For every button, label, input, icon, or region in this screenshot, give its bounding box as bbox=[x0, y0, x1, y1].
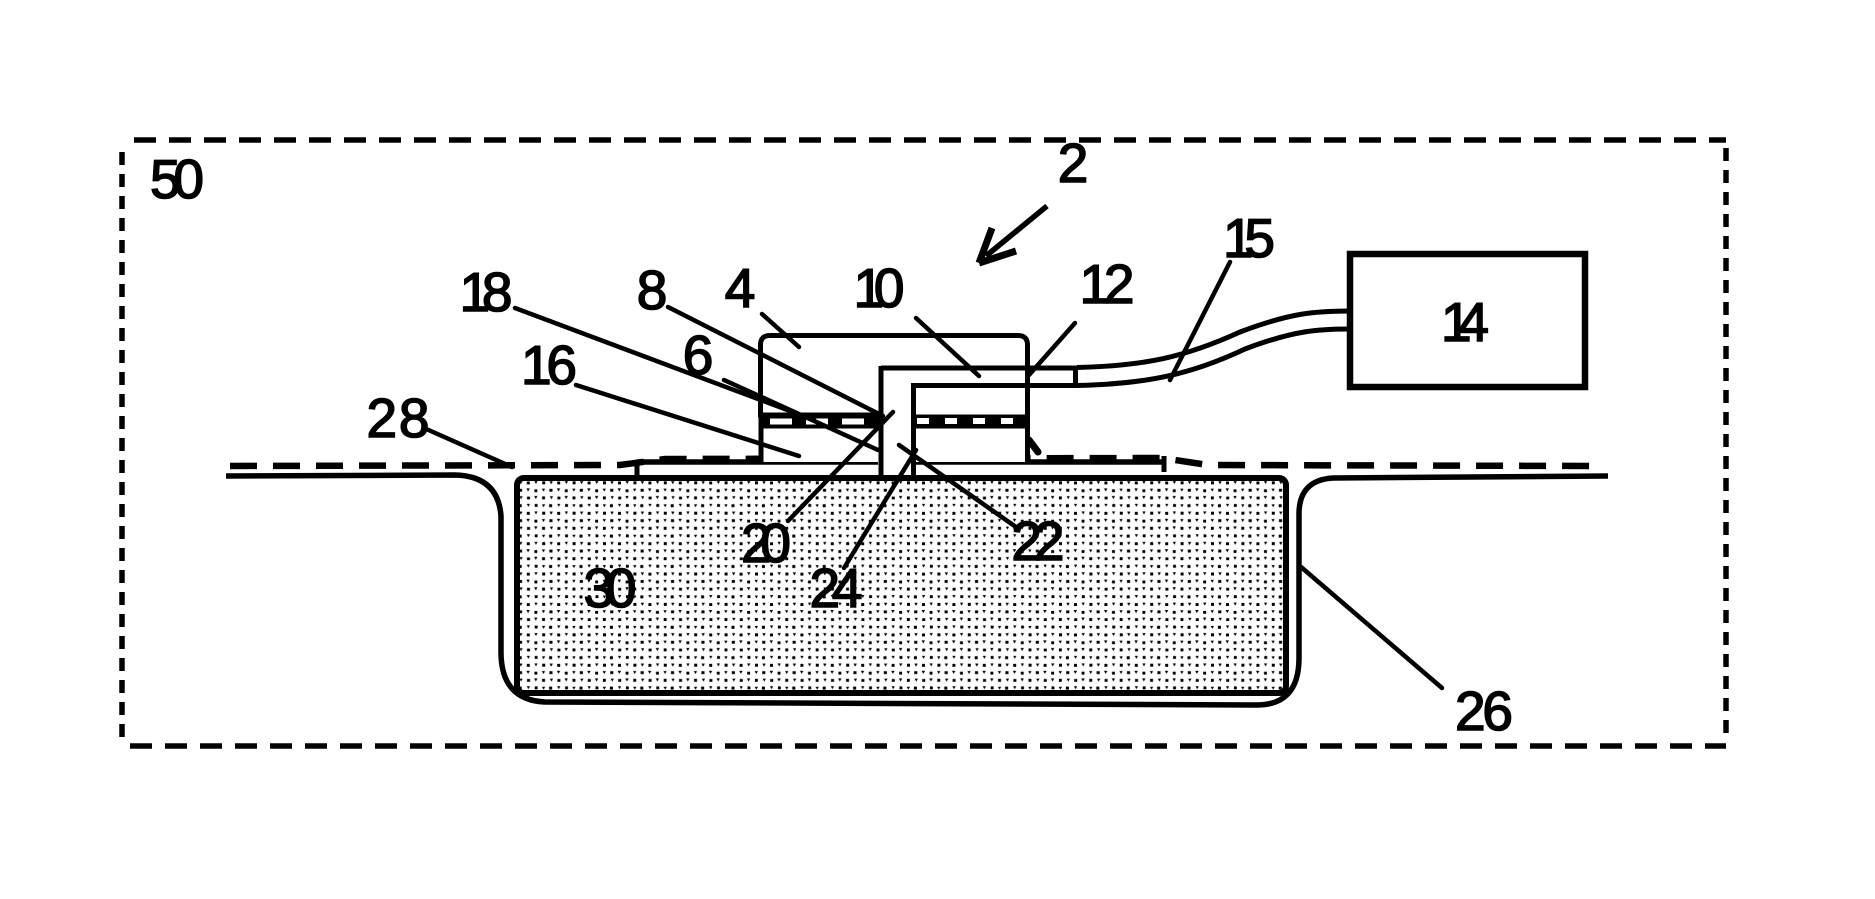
svg-text:15: 15 bbox=[1223, 207, 1275, 269]
svg-text:4: 4 bbox=[725, 257, 756, 319]
svg-text:14: 14 bbox=[1441, 291, 1489, 353]
svg-text:8: 8 bbox=[637, 259, 668, 321]
svg-text:22: 22 bbox=[1012, 510, 1065, 572]
svg-text:30: 30 bbox=[584, 557, 637, 619]
svg-text:26: 26 bbox=[1455, 680, 1513, 742]
svg-text:28: 28 bbox=[367, 387, 430, 449]
svg-text:50: 50 bbox=[150, 148, 204, 210]
svg-text:6: 6 bbox=[683, 324, 714, 386]
svg-text:20: 20 bbox=[741, 512, 791, 574]
svg-text:2: 2 bbox=[1058, 132, 1089, 194]
svg-text:10: 10 bbox=[854, 257, 905, 319]
svg-text:18: 18 bbox=[460, 261, 513, 323]
svg-text:16: 16 bbox=[521, 334, 577, 396]
svg-text:12: 12 bbox=[1080, 253, 1135, 315]
svg-text:24: 24 bbox=[810, 557, 863, 619]
